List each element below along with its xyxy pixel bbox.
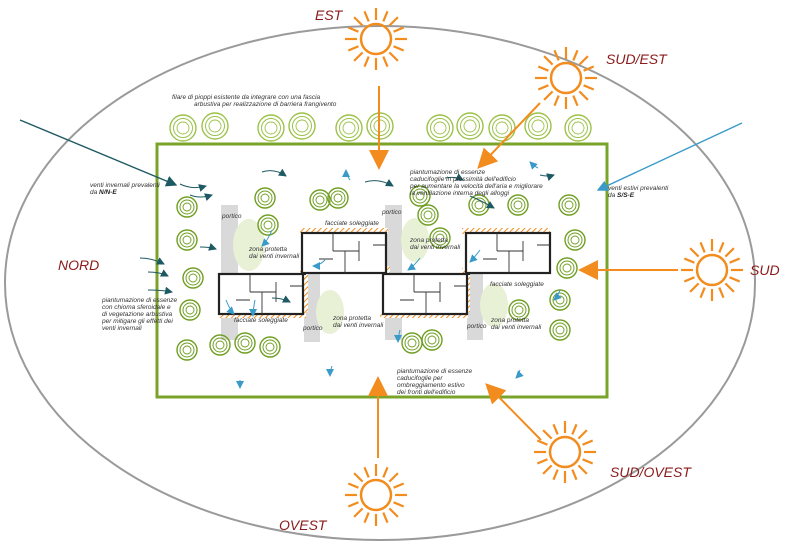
svg-text:dei fronti dell'edificio: dei fronti dell'edificio bbox=[397, 389, 456, 396]
svg-text:di vegetazione arbustiva: di vegetazione arbustiva bbox=[102, 311, 172, 318]
trees-west-row bbox=[176, 196, 204, 321]
svg-text:piantumazione di essenze: piantumazione di essenze bbox=[409, 169, 486, 176]
direction-nord: NORD bbox=[58, 257, 99, 273]
direction-sud-est: SUD/EST bbox=[606, 51, 668, 67]
summer-wind-flows bbox=[225, 161, 562, 389]
svg-text:filare di pioppi esistente da: filare di pioppi esistente da integrare … bbox=[172, 94, 321, 101]
svg-text:dai venti invernali: dai venti invernali bbox=[410, 244, 461, 251]
poplar-note: filare di pioppi esistente da integrare … bbox=[172, 94, 337, 108]
svg-text:dai venti invernali: dai venti invernali bbox=[249, 253, 300, 260]
summer-shading-note: piantumazione di essenze caducifoglie pe… bbox=[396, 368, 473, 396]
winter-winds-note: venti invernali prevalenti da N/N-E bbox=[90, 182, 160, 196]
direction-sud: SUD bbox=[750, 262, 780, 278]
svg-text:dai venti invernali: dai venti invernali bbox=[333, 322, 384, 329]
deciduous-ventilation-note: piantumazione di essenze caducifoglie in… bbox=[409, 169, 543, 197]
svg-text:piantumazione di essenze: piantumazione di essenze bbox=[101, 297, 178, 304]
winter-wind-flows bbox=[139, 168, 555, 303]
protected-zone-label: zona protetta dai venti invernali bbox=[332, 315, 384, 329]
sun-sud-icon bbox=[679, 237, 745, 303]
protected-zone-label: zona protetta dai venti invernali bbox=[409, 237, 461, 251]
svg-text:venti invernali: venti invernali bbox=[102, 325, 142, 332]
summer-winds-note: venti estivi prevalenti da S/S-E bbox=[608, 185, 669, 199]
svg-text:per mitigare gli effetti dei: per mitigare gli effetti dei bbox=[101, 318, 173, 325]
sun-sud-ovest-icon bbox=[532, 419, 598, 485]
summer-wind-arrow bbox=[596, 122, 743, 191]
protected-zone-label: zona protetta dai venti invernali bbox=[490, 317, 542, 331]
svg-text:venti invernali prevalenti: venti invernali prevalenti bbox=[90, 182, 160, 189]
svg-text:caducifoglie in prossimità del: caducifoglie in prossimità dell'edificio bbox=[410, 176, 516, 183]
svg-text:zona protetta: zona protetta bbox=[248, 246, 287, 253]
direction-sud-ovest: SUD/OVEST bbox=[610, 464, 692, 480]
sunny-facade-label: facciate soleggiate bbox=[325, 220, 379, 227]
direction-est: EST bbox=[315, 7, 344, 23]
svg-text:zona protetta: zona protetta bbox=[409, 237, 448, 244]
portico-label: portico bbox=[221, 213, 242, 220]
sun-ray-arrows bbox=[368, 86, 678, 458]
building-blocks bbox=[217, 231, 552, 316]
svg-text:dai venti invernali: dai venti invernali bbox=[491, 324, 542, 331]
svg-text:venti estivi prevalenti: venti estivi prevalenti bbox=[608, 185, 669, 192]
svg-text:arbustiva per realizzazione di: arbustiva per realizzazione di barriera … bbox=[194, 101, 337, 108]
sunny-facade-label: facciate soleggiate bbox=[490, 281, 544, 288]
winter-wind-arrow bbox=[19, 119, 178, 187]
svg-text:ombreggiamento estivo: ombreggiamento estivo bbox=[397, 382, 465, 389]
sun-path-ellipse bbox=[4, 25, 756, 541]
sunny-facade-label: facciate soleggiate bbox=[234, 317, 288, 324]
portico-label: portico bbox=[302, 325, 323, 332]
sun-sud-est-icon bbox=[533, 45, 599, 111]
svg-text:zona protetta: zona protetta bbox=[332, 315, 371, 322]
direction-ovest: OVEST bbox=[279, 517, 328, 533]
svg-text:per aumentare la velocità dell: per aumentare la velocità dell'aria e mi… bbox=[409, 183, 543, 190]
building-interior-walls bbox=[236, 233, 549, 314]
sun-ovest-icon bbox=[343, 462, 409, 528]
protected-zone-label: zona protetta dai venti invernali bbox=[248, 246, 300, 260]
evergreen-barrier-note: piantumazione di essenze con chioma sfer… bbox=[101, 297, 178, 332]
portico-label: portico bbox=[466, 323, 487, 330]
svg-text:piantumazione di essenze: piantumazione di essenze bbox=[396, 368, 473, 375]
svg-text:zona protetta: zona protetta bbox=[490, 317, 529, 324]
svg-text:da S/S-E: da S/S-E bbox=[608, 192, 635, 199]
protected-zones bbox=[233, 218, 508, 334]
svg-text:con chioma sferoidale e: con chioma sferoidale e bbox=[102, 304, 171, 311]
svg-text:caducifoglie per: caducifoglie per bbox=[397, 375, 443, 382]
svg-text:da N/N-E: da N/N-E bbox=[90, 189, 117, 196]
svg-text:la ventilazione interna degli: la ventilazione interna degli alloggi bbox=[410, 190, 510, 197]
sun-est-icon bbox=[343, 6, 409, 72]
portico-label: portico bbox=[381, 209, 402, 216]
